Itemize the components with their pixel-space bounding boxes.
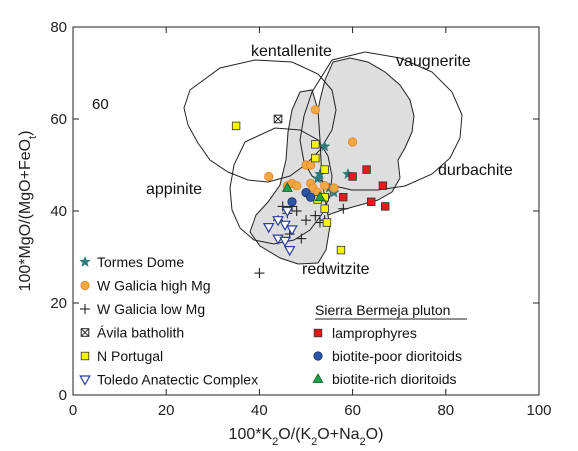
field-label-kentallenite: kentallenite (251, 43, 332, 60)
legend-marker (313, 351, 323, 361)
legend-left: Tormes Dome W Galicia high Mg W Galicia lo… (79, 254, 258, 388)
point-tri-down (279, 236, 291, 248)
x-tick-label: 100 (526, 402, 551, 419)
legend-label: Ávila batholith (97, 325, 184, 341)
point-square (231, 121, 241, 131)
point-circle (264, 171, 274, 182)
y-axis-title: 100*MgO/(MgO+FeOt) (17, 131, 39, 292)
point-circle (292, 181, 302, 191)
legend-label: W Galicia high Mg (97, 278, 211, 294)
point-square (336, 245, 346, 255)
point-square (339, 192, 348, 202)
legend-marker (79, 255, 91, 267)
legend-label: Toledo Anatectic Complex (97, 372, 258, 388)
point-tri-down (262, 223, 275, 234)
legend-marker (312, 373, 324, 383)
y-tick-label: 0 (59, 387, 67, 404)
y-tick-label: 80 (50, 19, 67, 36)
legend-marker (313, 328, 323, 338)
legend-marker (79, 375, 91, 386)
point-square (320, 165, 329, 174)
legend-sierra: Sierra Bermeja pluton (315, 302, 467, 320)
point-circle (329, 183, 339, 193)
legend-marker (80, 304, 90, 314)
point-square (322, 218, 332, 227)
x-tick-label: 60 (344, 402, 361, 419)
y-tick-label: 60 (50, 111, 67, 128)
point-tri-down (272, 216, 284, 227)
point-square (311, 140, 320, 149)
point-square (381, 202, 390, 211)
point-circle (306, 192, 316, 202)
point-circle (287, 197, 297, 207)
field-appinite (229, 127, 333, 245)
y-tick-label: 40 (50, 203, 67, 220)
legend-right: lamprophyres biotite-poor dioritoids bioti… (312, 325, 462, 387)
point-circle (320, 181, 330, 191)
point-plus (254, 268, 265, 279)
point-square (362, 165, 371, 174)
field-label-redwitzite: redwitzite (302, 261, 370, 278)
field-label-vaugnerite: vaugnerite (396, 53, 471, 70)
field-label-appinite: appinite (146, 181, 202, 198)
x-tick-label: 0 (69, 402, 77, 419)
point-plus (310, 210, 321, 221)
field-labels: kentallenite vaugnerite durbachite appin… (146, 43, 513, 278)
point-tri-down (281, 206, 294, 218)
point-square (320, 204, 329, 213)
point-tri-down (283, 246, 296, 257)
x-tick-label: 40 (251, 402, 268, 419)
legend-sierra-title: Sierra Bermeja pluton (315, 302, 450, 318)
point-plus (296, 233, 307, 244)
point-plus (291, 206, 302, 216)
field-label-durbachite: durbachite (438, 162, 513, 179)
y-tick-label: 20 (50, 295, 67, 312)
axis-ticks: 0 20 40 60 80 100 0 20 40 60 80 (50, 19, 551, 419)
legend-label: biotite-rich dioritoids (332, 371, 457, 387)
point-plus (277, 201, 288, 212)
data-points (231, 105, 390, 279)
x-tick-label: 20 (158, 402, 175, 419)
legend-label: biotite-poor dioritoids (332, 348, 462, 364)
legend-marker (80, 328, 90, 337)
legend-label: Tormes Dome (97, 254, 184, 270)
legend-marker (80, 280, 90, 291)
x-axis-title: 100*K2O/(K2O+Na2O) (229, 426, 384, 448)
point-triangle (314, 191, 326, 202)
annotation-60: 60 (92, 96, 109, 113)
point-square (311, 153, 320, 163)
point-square (378, 181, 388, 190)
point-star (318, 140, 331, 152)
point-triangle (281, 182, 293, 192)
point-circle (306, 160, 316, 170)
legend-label: N Portugal (97, 348, 163, 364)
legend-marker (80, 351, 90, 361)
field-vaugnerite (299, 51, 463, 191)
point-plus (338, 203, 349, 214)
point-circle (347, 137, 358, 147)
legend-label: W Galicia low Mg (97, 301, 205, 317)
point-circle (310, 105, 320, 115)
point-plus (301, 215, 311, 226)
x-tick-label: 80 (437, 402, 454, 419)
point-square (367, 197, 376, 206)
legend-label: lamprophyres (332, 325, 417, 341)
fields-shaded (249, 57, 415, 265)
point-tri-down (286, 225, 298, 236)
point-square (348, 172, 357, 181)
point-boxx (273, 114, 283, 124)
